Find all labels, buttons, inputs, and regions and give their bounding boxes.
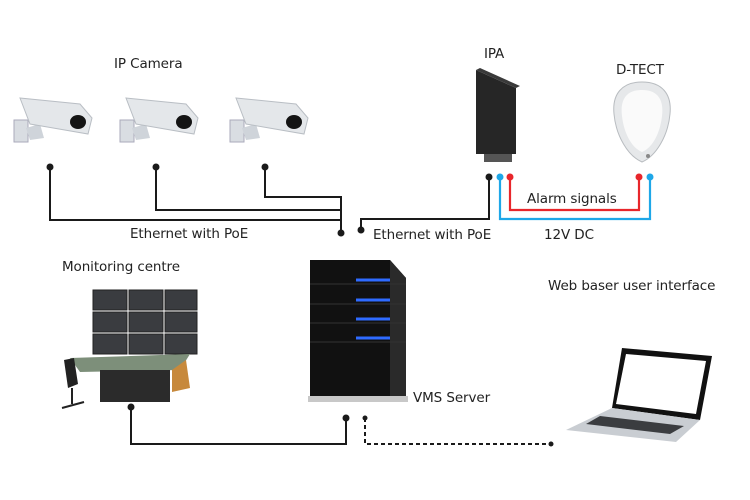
- dot-ipa-alarm: [506, 173, 514, 181]
- label-ethernet-poe-left: Ethernet with PoE: [130, 226, 249, 242]
- label-web-ui: Web baser user interface: [548, 278, 716, 294]
- wire-camera-1: [49, 167, 342, 233]
- dot-junction: [337, 229, 345, 237]
- label-ipa: IPA: [484, 46, 505, 62]
- vms-server: [308, 260, 408, 402]
- wire-alarm-signals: [508, 177, 641, 212]
- label-ip-camera: IP Camera: [114, 56, 183, 72]
- wire-server-laptop: [364, 418, 551, 445]
- dot-laptop: [548, 441, 554, 447]
- ip-camera-2: [119, 97, 199, 143]
- label-alarm-signals: Alarm signals: [527, 191, 617, 207]
- dot-dtect-dc: [646, 173, 654, 181]
- dot-dtect-alarm: [635, 173, 643, 181]
- label-dtect: D-TECT: [616, 62, 664, 78]
- dot-server-2: [362, 415, 368, 421]
- wire-camera-2: [155, 167, 341, 211]
- label-ethernet-poe-right: Ethernet with PoE: [373, 227, 492, 243]
- ip-camera-3: [229, 97, 309, 143]
- ipa-device: [476, 68, 520, 162]
- dot-camera-1: [46, 163, 54, 171]
- dot-junction-2: [357, 226, 365, 234]
- dot-ipa-dc: [496, 173, 504, 181]
- laptop: [566, 348, 712, 442]
- ip-camera-1: [13, 97, 93, 143]
- wire-12v-dc: [498, 177, 652, 221]
- monitoring-centre-desk: [61, 289, 198, 409]
- dot-server-1: [342, 414, 350, 422]
- label-vms-server: VMS Server: [413, 390, 491, 406]
- label-12v-dc: 12V DC: [544, 227, 594, 243]
- dtect-detector: [613, 81, 671, 163]
- wire-ipa-ethernet: [360, 177, 490, 230]
- wire-monitoring-server: [130, 407, 347, 445]
- label-monitoring-centre: Monitoring centre: [62, 259, 180, 275]
- wire-camera-3: [264, 167, 342, 220]
- dot-monitoring: [127, 403, 135, 411]
- dot-ipa-ethernet: [485, 173, 493, 181]
- dot-camera-3: [261, 163, 269, 171]
- dot-camera-2: [152, 163, 160, 171]
